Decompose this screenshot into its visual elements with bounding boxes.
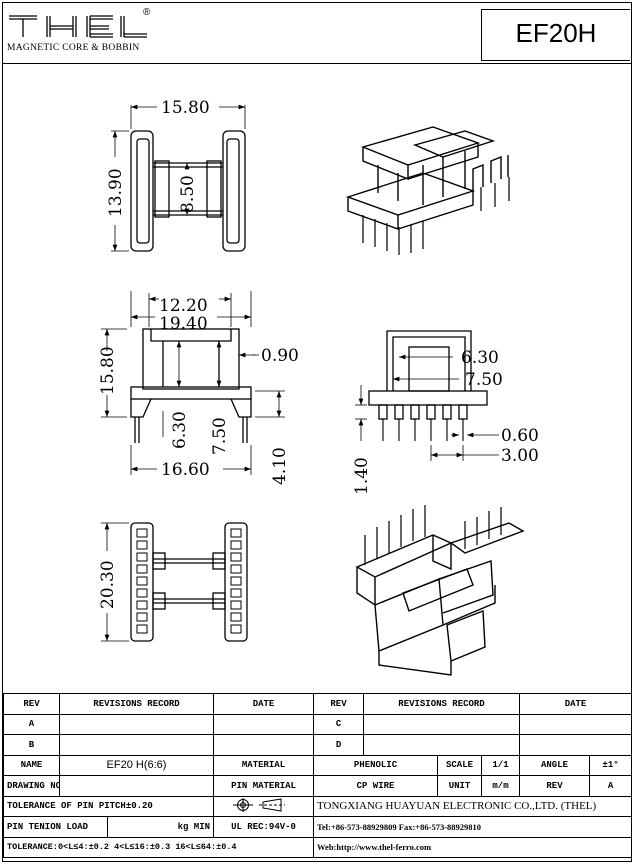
name-value: EF20 H(6:6): [58, 754, 215, 776]
drawing-no-value: [58, 775, 215, 797]
unit-label: UNIT: [437, 775, 483, 797]
dim-front-pin: 4.10: [270, 447, 290, 485]
rev-b: B: [3, 734, 60, 756]
company-name: TONGXIANG HUAYUAN ELECTRONIC CO.,LTD. (T…: [313, 795, 633, 817]
rev-c-record: [363, 713, 521, 735]
title-block: REV REVISIONS RECORD DATE REV REVISIONS …: [2, 693, 633, 861]
ul-rec: UL REC:94V-0: [213, 816, 315, 838]
logo-subtitle: MAGNETIC CORE & BOBBIN: [7, 43, 140, 53]
thel-logo-icon: [9, 15, 147, 38]
scale-value: 1/1: [481, 754, 521, 776]
rev-header-2: REV: [313, 693, 365, 715]
angle-value: ±1°: [589, 754, 633, 776]
date-header: DATE: [213, 693, 315, 715]
rev-a-record: [58, 713, 215, 735]
angle-label: ANGLE: [519, 754, 591, 776]
rev-header: REV: [3, 693, 60, 715]
pin-material-label: PIN MATERIAL: [213, 775, 315, 797]
scale-label: SCALE: [437, 754, 483, 776]
pin-tension-label: PIN TENION LOAD: [3, 816, 108, 838]
dim-front-in2: 7.50: [210, 417, 230, 455]
rev-c: C: [313, 713, 365, 735]
projection-symbol-icon: [232, 797, 285, 812]
dim-top-width: 15.80: [161, 98, 210, 118]
model-box: EF20H: [481, 9, 630, 61]
contact-web: Web:http://www.thel-ferro.com: [313, 836, 633, 858]
dim-bottom-len: 20.30: [98, 560, 118, 609]
rev-value: A: [589, 775, 633, 797]
dim-top-outer-h: 13.90: [106, 168, 126, 217]
model-number: EF20H: [515, 18, 597, 48]
dim-side-a: 6.30: [461, 348, 499, 368]
dim-side-b: 7.50: [465, 370, 503, 390]
revisions-record-header: REVISIONS RECORD: [58, 693, 215, 715]
bottom-view: [101, 522, 248, 642]
rev-a-date: [213, 713, 315, 735]
rev-d: D: [313, 734, 365, 756]
dim-front-thickness: 0.90: [261, 346, 299, 366]
rev-a: A: [3, 713, 60, 735]
iso-view-top: [345, 126, 510, 255]
rev-b-date: [213, 734, 315, 756]
date-header-2: DATE: [519, 693, 633, 715]
registered-mark: ®: [143, 7, 151, 18]
unit-value: m/m: [481, 775, 521, 797]
tolerance-ranges: TOLERANCE:0<L≤4:±0.2 4<L≤16:±0.3 16<L≤64…: [2, 836, 315, 858]
contact-tel: Tel:+86-573-88929809 Fax:+86-573-8892981…: [313, 816, 633, 838]
rev-value-label: REV: [519, 775, 591, 797]
front-view: [101, 291, 285, 475]
title-header: ® MAGNETIC CORE & BOBBIN EF20H: [3, 3, 631, 64]
side-view: [355, 330, 499, 461]
drawing-no-label: DRAWING NO: [3, 775, 60, 797]
dim-side-pin-h: 1.40: [352, 457, 372, 495]
rev-d-record: [363, 734, 521, 756]
dim-front-w1: 12.20: [159, 296, 208, 316]
dim-front-in1: 6.30: [170, 411, 190, 449]
dim-side-pin-d: 0.60: [501, 426, 539, 446]
pin-tension-unit: kg MIN: [106, 816, 215, 838]
technical-drawing: 15.80 13.90 8.50: [98, 98, 539, 676]
rev-d-date: [519, 734, 633, 756]
revisions-record-header-2: REVISIONS RECORD: [363, 693, 521, 715]
projection-symbol: [213, 795, 315, 817]
dim-front-base: 16.60: [161, 460, 210, 480]
tolerance-pitch: TOLERANCE OF PIN PITCH±0.20: [2, 795, 215, 817]
dim-side-pitch: 3.00: [501, 446, 539, 466]
pin-material-value: CP WIRE: [313, 775, 439, 797]
rev-b-record: [58, 734, 215, 756]
logo: ® MAGNETIC CORE & BOBBIN: [3, 3, 153, 61]
dim-front-w2: 19.40: [159, 314, 208, 334]
material-label: MATERIAL: [213, 754, 315, 776]
top-view: [111, 104, 246, 252]
rev-c-date: [519, 713, 633, 735]
dim-front-h: 15.80: [98, 346, 118, 395]
iso-view-bottom: [355, 505, 525, 676]
dim-top-inner-h: 8.50: [178, 175, 198, 213]
material-value: PHENOLIC: [313, 754, 439, 776]
name-label: NAME: [3, 754, 60, 776]
